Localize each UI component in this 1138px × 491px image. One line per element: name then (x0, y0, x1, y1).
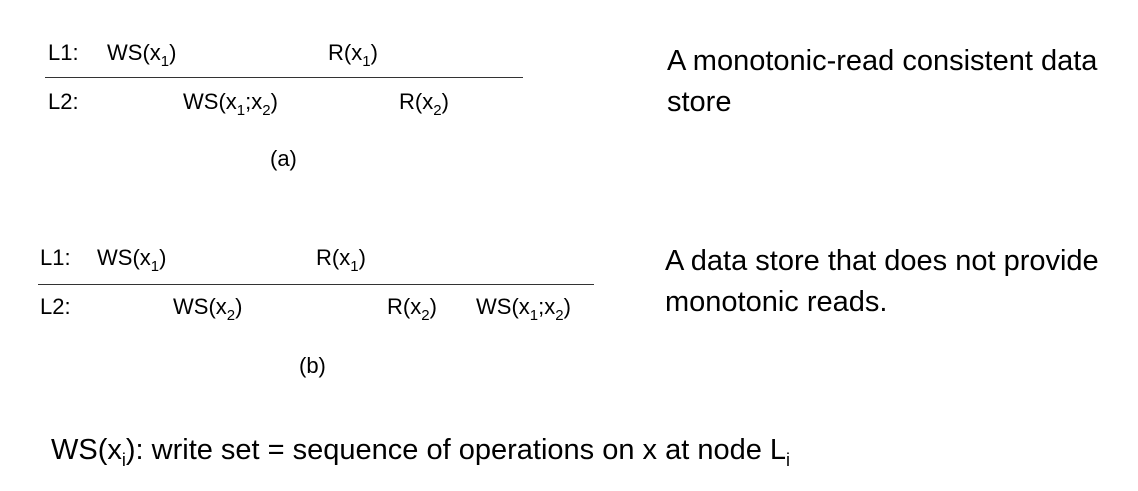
diagram-b-row1-op-read: R(x1) (316, 245, 366, 275)
diagram-a-timeline-divider (45, 77, 523, 78)
diagram-a-row2-label: L2: (48, 89, 79, 114)
write-set-definition: WS(xi): write set = sequence of operatio… (51, 434, 791, 470)
diagram-b-row1-op-write: WS(x1) (97, 245, 167, 275)
diagram-b-row2-op-write: WS(x2) (173, 294, 243, 324)
diagram-b-description: A data store that does not provide monot… (665, 245, 1099, 318)
diagram-a-row1-op-read: R(x1) (328, 40, 378, 70)
diagram-a-row2-op-read: R(x2) (399, 89, 449, 119)
diagram-b-timeline-divider (38, 284, 594, 285)
diagram-b-row2-label: L2: (40, 294, 71, 319)
diagram-a-row2-op-write: WS(x1;x2) (183, 89, 278, 119)
diagram-b-row2-op-read: R(x2) (387, 294, 437, 324)
diagram-a-row1-label: L1: (48, 40, 79, 65)
diagram-b-caption: (b) (299, 353, 326, 378)
diagram-b-row1-label: L1: (40, 245, 71, 270)
diagram-a-caption: (a) (270, 146, 297, 171)
diagram-b-row2-op-late-write: WS(x1;x2) (476, 294, 571, 324)
diagram-a-row1-op-write: WS(x1) (107, 40, 177, 70)
diagram-a-description: A monotonic-read consistent data store (667, 45, 1098, 118)
